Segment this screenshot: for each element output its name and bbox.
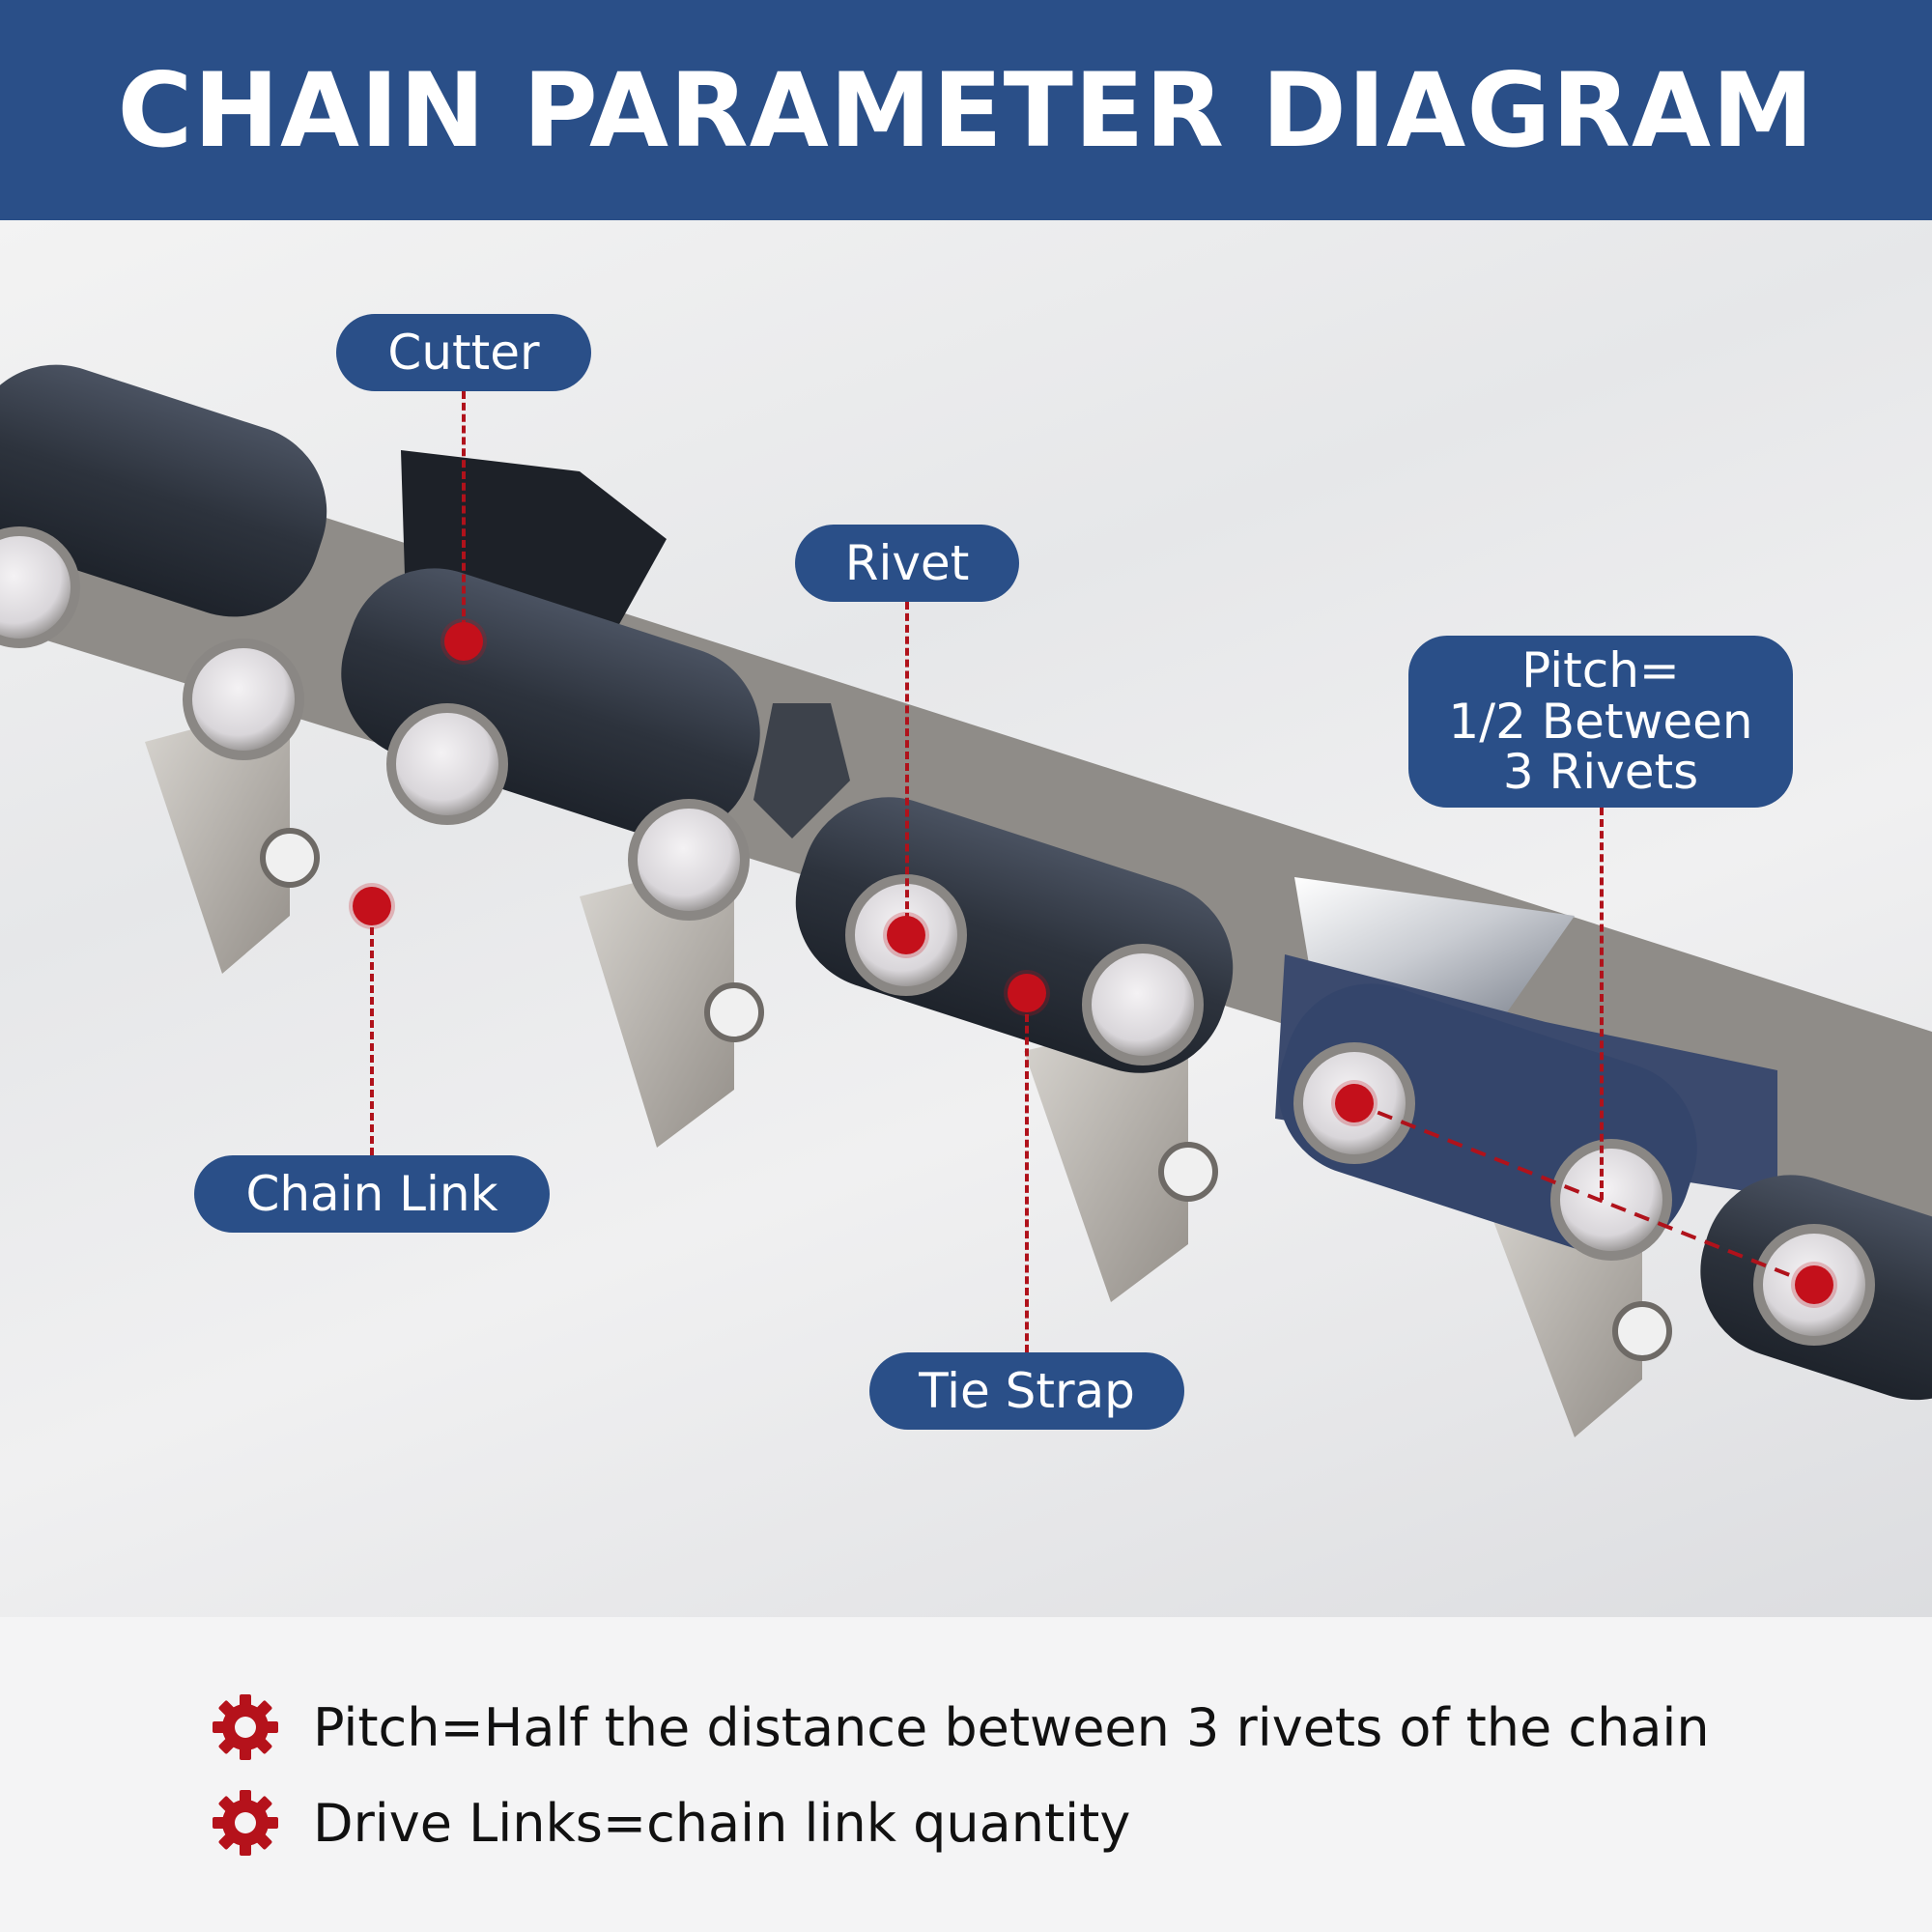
gear-icon xyxy=(213,1790,278,1856)
marker-pitch-rivet-3 xyxy=(1795,1265,1833,1304)
chain-photo xyxy=(0,220,1932,1617)
label-chain-link: Chain Link xyxy=(194,1155,550,1233)
page-title: CHAIN PARAMETER DIAGRAM xyxy=(117,50,1815,170)
label-cutter: Cutter xyxy=(336,314,591,391)
pitch-line xyxy=(1353,1101,1815,1287)
label-rivet: Rivet xyxy=(795,525,1019,602)
gear-icon xyxy=(213,1694,278,1760)
chain-illustration xyxy=(0,364,1932,1437)
leader-pitch xyxy=(1600,808,1604,1200)
leader-cutter xyxy=(462,391,466,628)
leader-tie-strap xyxy=(1025,1014,1029,1352)
label-pitch: Pitch= 1/2 Between 3 Rivets xyxy=(1408,636,1793,808)
note-text: Pitch=Half the distance between 3 rivets… xyxy=(313,1696,1710,1758)
marker-rivet xyxy=(887,916,925,954)
marker-chain-link xyxy=(353,887,391,925)
marker-tie-strap xyxy=(1008,974,1046,1012)
note-drive-links: Drive Links=chain link quantity xyxy=(211,1788,1130,1858)
leader-chain-link xyxy=(370,927,374,1155)
notes-panel xyxy=(0,1617,1932,1932)
note-pitch: Pitch=Half the distance between 3 rivets… xyxy=(211,1692,1710,1762)
rivets xyxy=(0,526,1875,1346)
leader-rivet xyxy=(905,602,909,921)
label-tie-strap: Tie Strap xyxy=(869,1352,1184,1430)
drive-links xyxy=(145,703,1672,1437)
marker-pitch-rivet-1 xyxy=(1335,1084,1374,1122)
marker-cutter xyxy=(444,622,483,661)
note-text: Drive Links=chain link quantity xyxy=(313,1792,1131,1854)
title-banner: CHAIN PARAMETER DIAGRAM xyxy=(0,0,1932,220)
